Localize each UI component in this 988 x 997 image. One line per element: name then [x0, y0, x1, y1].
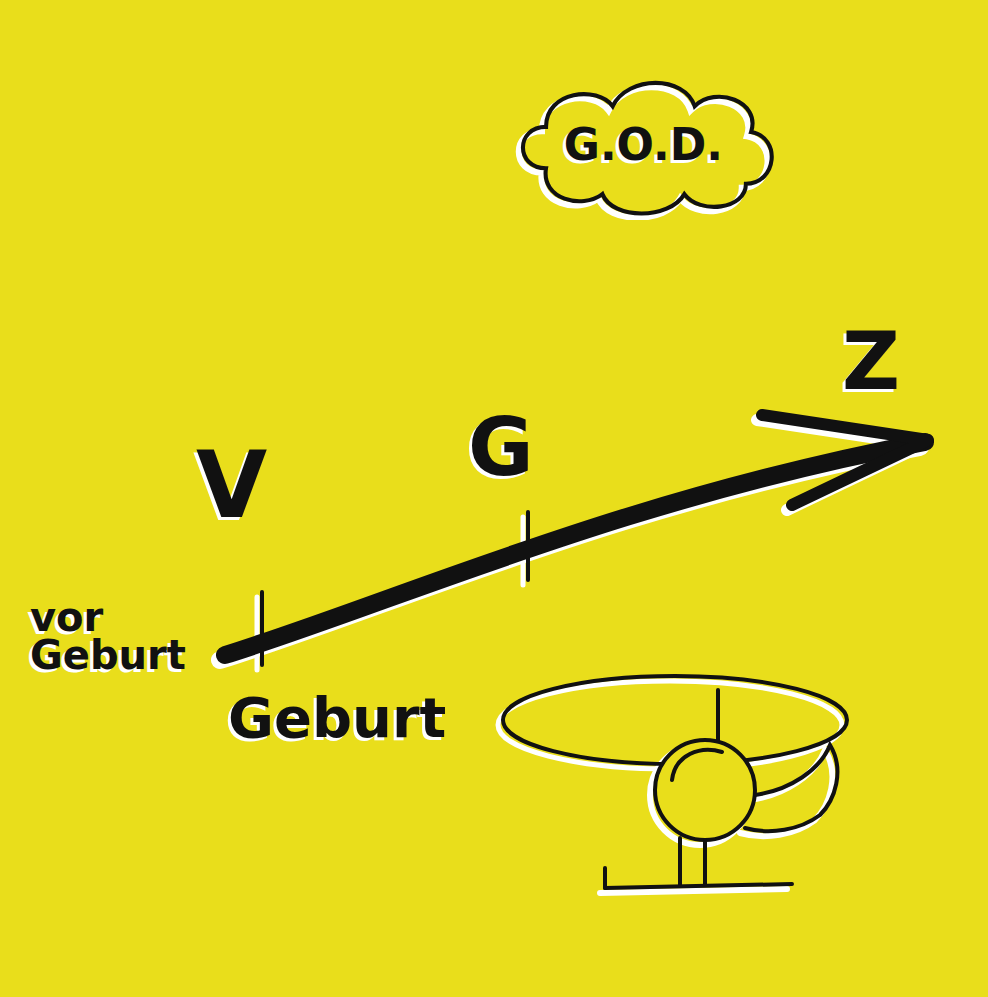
timeline-label: Geburt	[228, 690, 446, 746]
timeline-label: Z	[842, 322, 900, 402]
timeline-label: V	[196, 440, 267, 532]
timeline-label: G	[468, 408, 534, 488]
cloud-text: G.O.D.	[564, 123, 723, 167]
cloud-node: G.O.D.	[505, 70, 782, 220]
timeline-arrow	[225, 415, 928, 665]
helicopter-drawing	[503, 676, 847, 888]
timeline-label: vor Geburt	[30, 598, 186, 674]
